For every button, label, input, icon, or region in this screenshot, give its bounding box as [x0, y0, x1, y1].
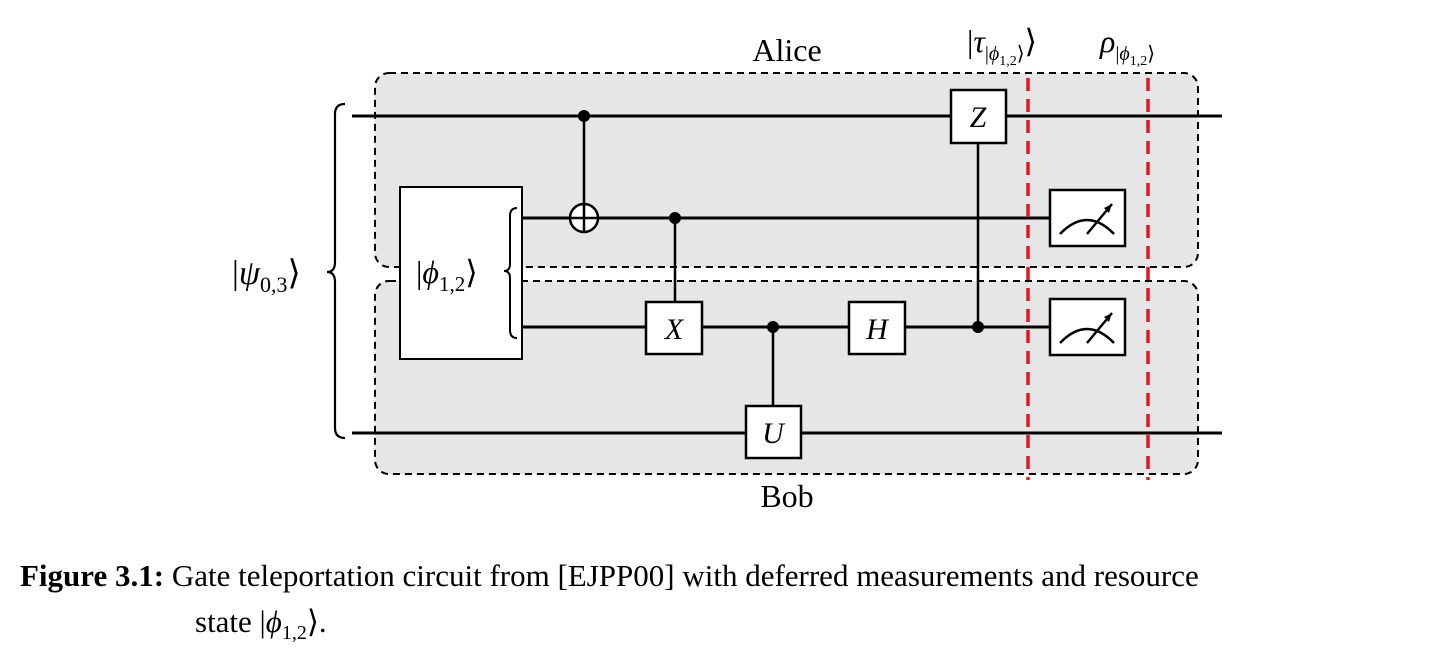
x-gate-label: X	[664, 313, 685, 346]
caption-text-line2-suffix: ⟩.	[306, 604, 327, 639]
measurement-q2	[1048, 297, 1127, 357]
cx-control-dot	[669, 212, 681, 224]
h-gate	[847, 300, 907, 356]
bob-region	[374, 280, 1199, 475]
u-gate-label: U	[762, 417, 786, 450]
psi-state-label: |ψ0,3⟩	[232, 255, 301, 297]
bob-label: Bob	[760, 478, 813, 514]
caption-text-line2-sym: ϕ	[265, 604, 282, 639]
psi-brace	[326, 102, 346, 440]
caption-text-line2-prefix: state |	[195, 604, 266, 639]
resource-state-box	[399, 186, 523, 360]
rho-state-label: ρ|ϕ1,2⟩	[1099, 23, 1155, 69]
cz-control-dot	[972, 321, 984, 333]
figure-caption: Figure 3.1: Gate teleportation circuit f…	[20, 553, 1445, 656]
caption-text-line2-sub: 1,2	[281, 622, 307, 645]
caption-line2: state |ϕ1,2⟩.	[20, 599, 1445, 656]
caption-text-line1: Gate teleportation circuit from [EJPP00]…	[164, 558, 1199, 593]
circuit-diagram: Alice Bob |ψ0,3⟩ |ϕ1,2⟩ X U H Z	[232, 23, 1222, 514]
h-gate-label: H	[865, 313, 890, 346]
tau-state-label: |τ|ϕ1,2⟩⟩	[967, 23, 1037, 69]
u-gate	[744, 404, 803, 460]
alice-label: Alice	[752, 32, 821, 68]
z-gate	[949, 88, 1008, 145]
resource-brace	[503, 207, 518, 339]
measurement-q1	[1048, 188, 1127, 248]
cu-control-dot	[767, 321, 779, 333]
resource-state-label: |ϕ1,2⟩	[416, 254, 478, 296]
cnot-control-dot	[578, 110, 590, 122]
x-gate	[644, 300, 704, 356]
caption-lead: Figure 3.1:	[20, 558, 165, 593]
z-gate-label: Z	[970, 101, 987, 134]
